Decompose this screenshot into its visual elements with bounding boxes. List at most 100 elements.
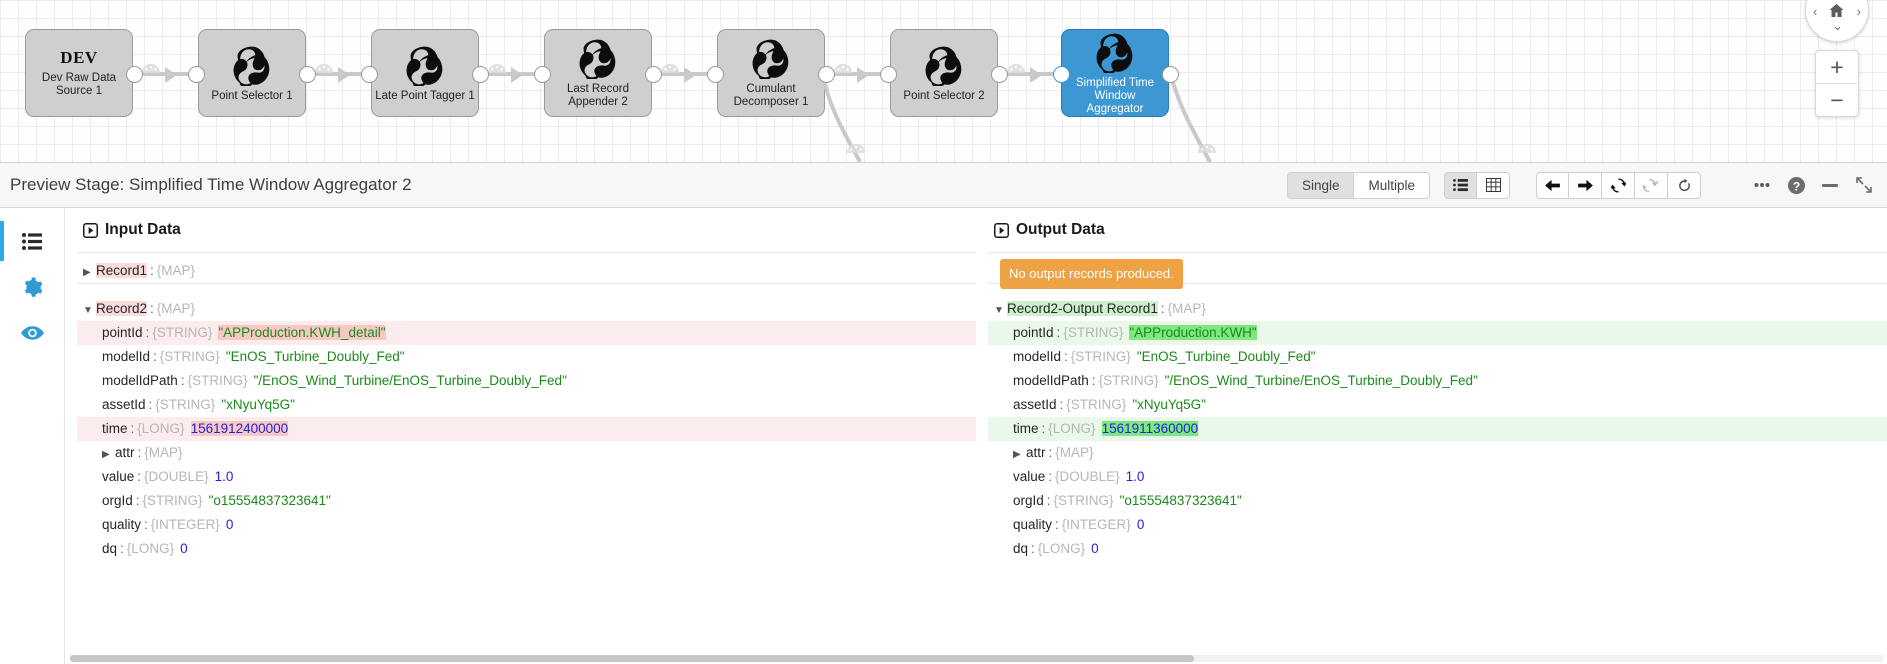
field-row-orgId[interactable]: orgId:{STRING}"o15554837323641"	[988, 489, 1887, 513]
table-view-icon	[1486, 178, 1501, 192]
collapse-triangle-icon[interactable]: ▼	[994, 299, 1007, 323]
node-output-port-1[interactable]	[299, 66, 316, 83]
node-output-port-6[interactable]	[1162, 66, 1179, 83]
field-row-dq[interactable]: dq:{LONG}0	[77, 537, 976, 561]
field-row-time[interactable]: time:{LONG}1561912400000	[77, 417, 976, 441]
link-arrow-2	[338, 67, 350, 83]
pipeline-node-last-record-appender-2[interactable]: Last Record Appender 2	[544, 29, 652, 117]
field-key: time	[102, 421, 128, 436]
field-row-value[interactable]: value:{DOUBLE}1.0	[77, 465, 976, 489]
field-row-dq[interactable]: dq:{LONG}0	[988, 537, 1887, 561]
field-row-modelIdPath[interactable]: modelIdPath:{STRING}"/EnOS_Wind_Turbine/…	[988, 369, 1887, 393]
field-row-attr[interactable]: ▶attr:{MAP}	[77, 441, 976, 465]
field-row-modelId[interactable]: modelId:{STRING}"EnOS_Turbine_Doubly_Fed…	[988, 345, 1887, 369]
expand-triangle-icon[interactable]: ▶	[102, 443, 115, 467]
field-key: assetId	[1013, 397, 1057, 412]
pipeline-node-cumulant-decomposer-1[interactable]: Cumulant Decomposer 1	[717, 29, 825, 117]
link-arrow-1	[165, 67, 177, 83]
node-input-port-1[interactable]	[188, 66, 205, 83]
field-key: modelIdPath	[102, 373, 178, 388]
list-view-icon	[1453, 179, 1468, 192]
node-output-port-4[interactable]	[818, 66, 835, 83]
pan-left-icon[interactable]: ‹	[1813, 5, 1817, 18]
mode-multiple-button[interactable]: Multiple	[1354, 172, 1430, 199]
record-mode-toggle[interactable]: Single Multiple	[1287, 172, 1430, 199]
field-row-modelIdPath[interactable]: modelIdPath:{STRING}"/EnOS_Wind_Turbine/…	[77, 369, 976, 393]
record-row-collapsed[interactable]: ▶Record1:{MAP}	[77, 259, 976, 283]
field-row-pointId[interactable]: pointId:{STRING}"APProduction.KWH"	[988, 321, 1887, 345]
pan-down-icon[interactable]: ⌄	[1832, 19, 1843, 32]
output-record-row-expanded[interactable]: ▼Record2-Output Record1:{MAP}	[988, 297, 1887, 321]
node-output-port-0[interactable]	[126, 66, 143, 83]
node-input-port-6[interactable]	[1053, 66, 1070, 83]
mode-single-button[interactable]: Single	[1287, 172, 1355, 199]
zoom-in-button[interactable]: +	[1816, 51, 1858, 84]
link-meter-icon-5	[832, 60, 854, 75]
minimize-button[interactable]	[1815, 172, 1845, 199]
collapse-triangle-icon[interactable]: ▼	[83, 299, 96, 323]
pipeline-canvas[interactable]: DEV Dev Raw Data Source 1 Point Selector…	[0, 0, 1887, 163]
node-input-port-5[interactable]	[880, 66, 897, 83]
step-back-button[interactable]	[1536, 172, 1569, 199]
canvas-nav-pad[interactable]: ‹ › ⌃ ⌄	[1805, 0, 1869, 42]
zoom-out-button[interactable]: −	[1816, 84, 1858, 116]
expand-triangle-icon[interactable]: ▶	[1013, 443, 1026, 467]
pipeline-node-late-point-tagger-1[interactable]: Late Point Tagger 1	[371, 29, 479, 117]
sidebar-item-preview[interactable]	[0, 310, 64, 356]
field-row-assetId[interactable]: assetId:{STRING}"xNyuYq5G"	[77, 393, 976, 417]
field-key: orgId	[1013, 493, 1044, 508]
sidebar-item-configuration[interactable]	[0, 264, 64, 310]
expand-triangle-icon[interactable]: ▶	[83, 261, 96, 285]
node-output-port-3[interactable]	[645, 66, 662, 83]
field-row-quality[interactable]: quality:{INTEGER}0	[77, 513, 976, 537]
field-value: 0	[1091, 541, 1099, 556]
link-meter-icon-3	[486, 60, 508, 75]
refresh-button[interactable]	[1602, 172, 1635, 199]
refresh-with-config-button[interactable]: ✳	[1635, 172, 1668, 199]
record-row-expanded[interactable]: ▼Record2:{MAP}	[77, 297, 976, 321]
field-row-time[interactable]: time:{LONG}1561911360000	[988, 417, 1887, 441]
node-output-port-2[interactable]	[472, 66, 489, 83]
node-input-port-4[interactable]	[707, 66, 724, 83]
field-value: "xNyuYq5G"	[1132, 397, 1206, 412]
field-row-assetId[interactable]: assetId:{STRING}"xNyuYq5G"	[988, 393, 1887, 417]
field-row-attr[interactable]: ▶attr:{MAP}	[988, 441, 1887, 465]
pipeline-node-point-selector-1[interactable]: Point Selector 1	[198, 29, 306, 117]
field-key: attr	[115, 445, 135, 460]
pipeline-node-point-selector-2[interactable]: Point Selector 2	[890, 29, 998, 117]
canvas-zoom-controls[interactable]: + −	[1815, 50, 1859, 117]
play-box-icon	[83, 223, 98, 238]
input-rows: ▶Record1:{MAP} ▼Record2:{MAP} pointId:{S…	[77, 253, 976, 561]
node-input-port-3[interactable]	[534, 66, 551, 83]
step-forward-button[interactable]	[1569, 172, 1602, 199]
field-type: {INTEGER}	[1062, 517, 1131, 532]
scrollbar-thumb[interactable]	[70, 655, 1194, 662]
table-view-button[interactable]	[1477, 172, 1510, 199]
field-row-orgId[interactable]: orgId:{STRING}"o15554837323641"	[77, 489, 976, 513]
field-row-quality[interactable]: quality:{INTEGER}0	[988, 513, 1887, 537]
field-type: {STRING}	[143, 493, 203, 508]
list-view-button[interactable]	[1444, 172, 1477, 199]
home-icon[interactable]	[1828, 3, 1845, 19]
pan-right-icon[interactable]: ›	[1857, 5, 1861, 18]
revert-icon	[1677, 178, 1692, 193]
node-input-port-2[interactable]	[361, 66, 378, 83]
field-type: {DOUBLE}	[144, 469, 209, 484]
more-options-button[interactable]	[1747, 172, 1777, 199]
help-button[interactable]: ?	[1781, 172, 1811, 199]
field-type: {STRING}	[188, 373, 248, 388]
node-output-port-5[interactable]	[991, 66, 1008, 83]
field-row-modelId[interactable]: modelId:{STRING}"EnOS_Turbine_Doubly_Fed…	[77, 345, 976, 369]
pipeline-node-simplified-time-window-aggregator[interactable]: Simplified Time Window Aggregator	[1061, 29, 1169, 117]
revert-button[interactable]	[1668, 172, 1701, 199]
field-row-pointId[interactable]: pointId:{STRING}"APProduction.KWH_detail…	[77, 321, 976, 345]
sidebar-item-records[interactable]	[0, 218, 64, 264]
pipeline-node-dev-raw-data-source-1[interactable]: DEV Dev Raw Data Source 1	[25, 29, 133, 117]
field-row-value[interactable]: value:{DOUBLE}1.0	[988, 465, 1887, 489]
horizontal-scrollbar[interactable]	[70, 655, 1883, 662]
node-label: Point Selector 2	[894, 90, 994, 103]
preview-nav-buttons[interactable]: ✳	[1536, 172, 1701, 199]
expand-button[interactable]	[1849, 172, 1879, 199]
field-value: 1561911360000	[1102, 421, 1199, 436]
view-mode-toggle[interactable]	[1444, 172, 1510, 199]
